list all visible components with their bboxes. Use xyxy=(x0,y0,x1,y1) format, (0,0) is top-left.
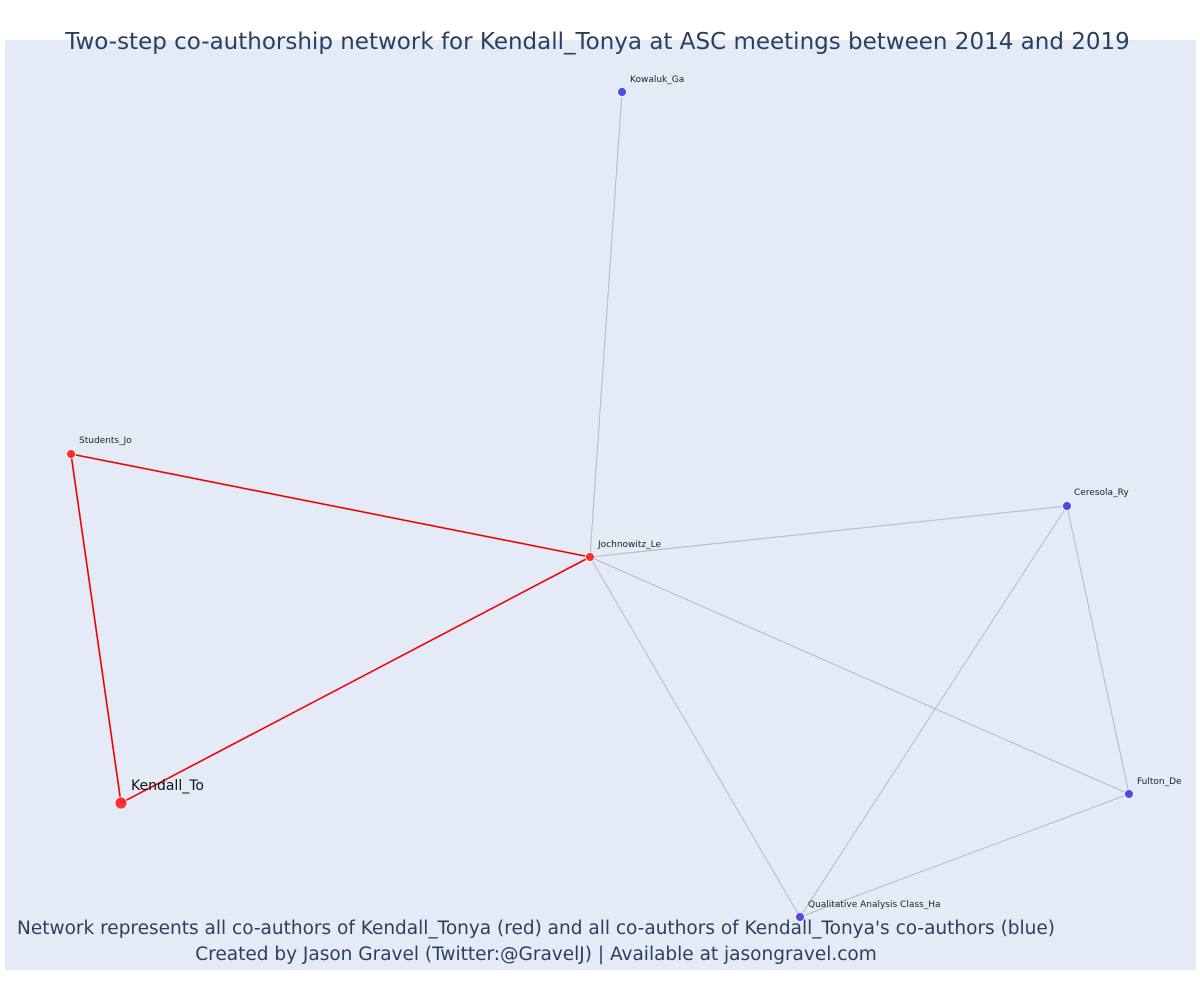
node-label-qualitative: Qualitative Analysis Class_Ha xyxy=(808,900,941,910)
node-qualitative[interactable] xyxy=(795,912,805,922)
edge-jochnowitz-fulton xyxy=(589,556,1130,795)
edge-ceresola-qualitative xyxy=(799,505,1068,918)
edges-layer xyxy=(70,91,1130,918)
node-jochnowitz[interactable] xyxy=(585,552,595,562)
edge-jochnowitz-ceresola xyxy=(589,505,1068,558)
edge-jochnowitz-qualitative xyxy=(589,556,801,918)
plot-area xyxy=(5,40,1196,970)
node-fulton[interactable] xyxy=(1124,789,1134,799)
node-label-jochnowitz: Jochnowitz_Le xyxy=(597,540,661,550)
edge-kendall-students xyxy=(70,453,122,804)
edge-ceresola-fulton xyxy=(1066,505,1130,795)
edge-fulton-qualitative xyxy=(799,793,1130,918)
node-kowaluk[interactable] xyxy=(617,87,627,97)
node-label-kowaluk: Kowaluk_Ga xyxy=(630,75,684,85)
node-label-fulton: Fulton_De xyxy=(1137,777,1182,787)
edge-kendall-jochnowitz xyxy=(120,556,591,804)
nodes-layer xyxy=(66,87,1134,922)
edge-students-jochnowitz xyxy=(70,453,591,558)
edge-jochnowitz-kowaluk xyxy=(589,91,623,558)
caption-line-2: Created by Jason Gravel (Twitter:@Gravel… xyxy=(195,944,877,965)
node-kendall[interactable] xyxy=(114,796,128,810)
caption-line-1: Network represents all co-authors of Ken… xyxy=(16,918,1055,939)
node-label-ceresola: Ceresola_Ry xyxy=(1074,488,1129,498)
node-students[interactable] xyxy=(66,449,76,459)
node-ceresola[interactable] xyxy=(1062,501,1072,511)
chart-title: Two-step co-authorship network for Kenda… xyxy=(65,29,1130,55)
node-label-kendall: Kendall_To xyxy=(131,778,204,794)
node-label-students: Students_Jo xyxy=(79,436,132,446)
